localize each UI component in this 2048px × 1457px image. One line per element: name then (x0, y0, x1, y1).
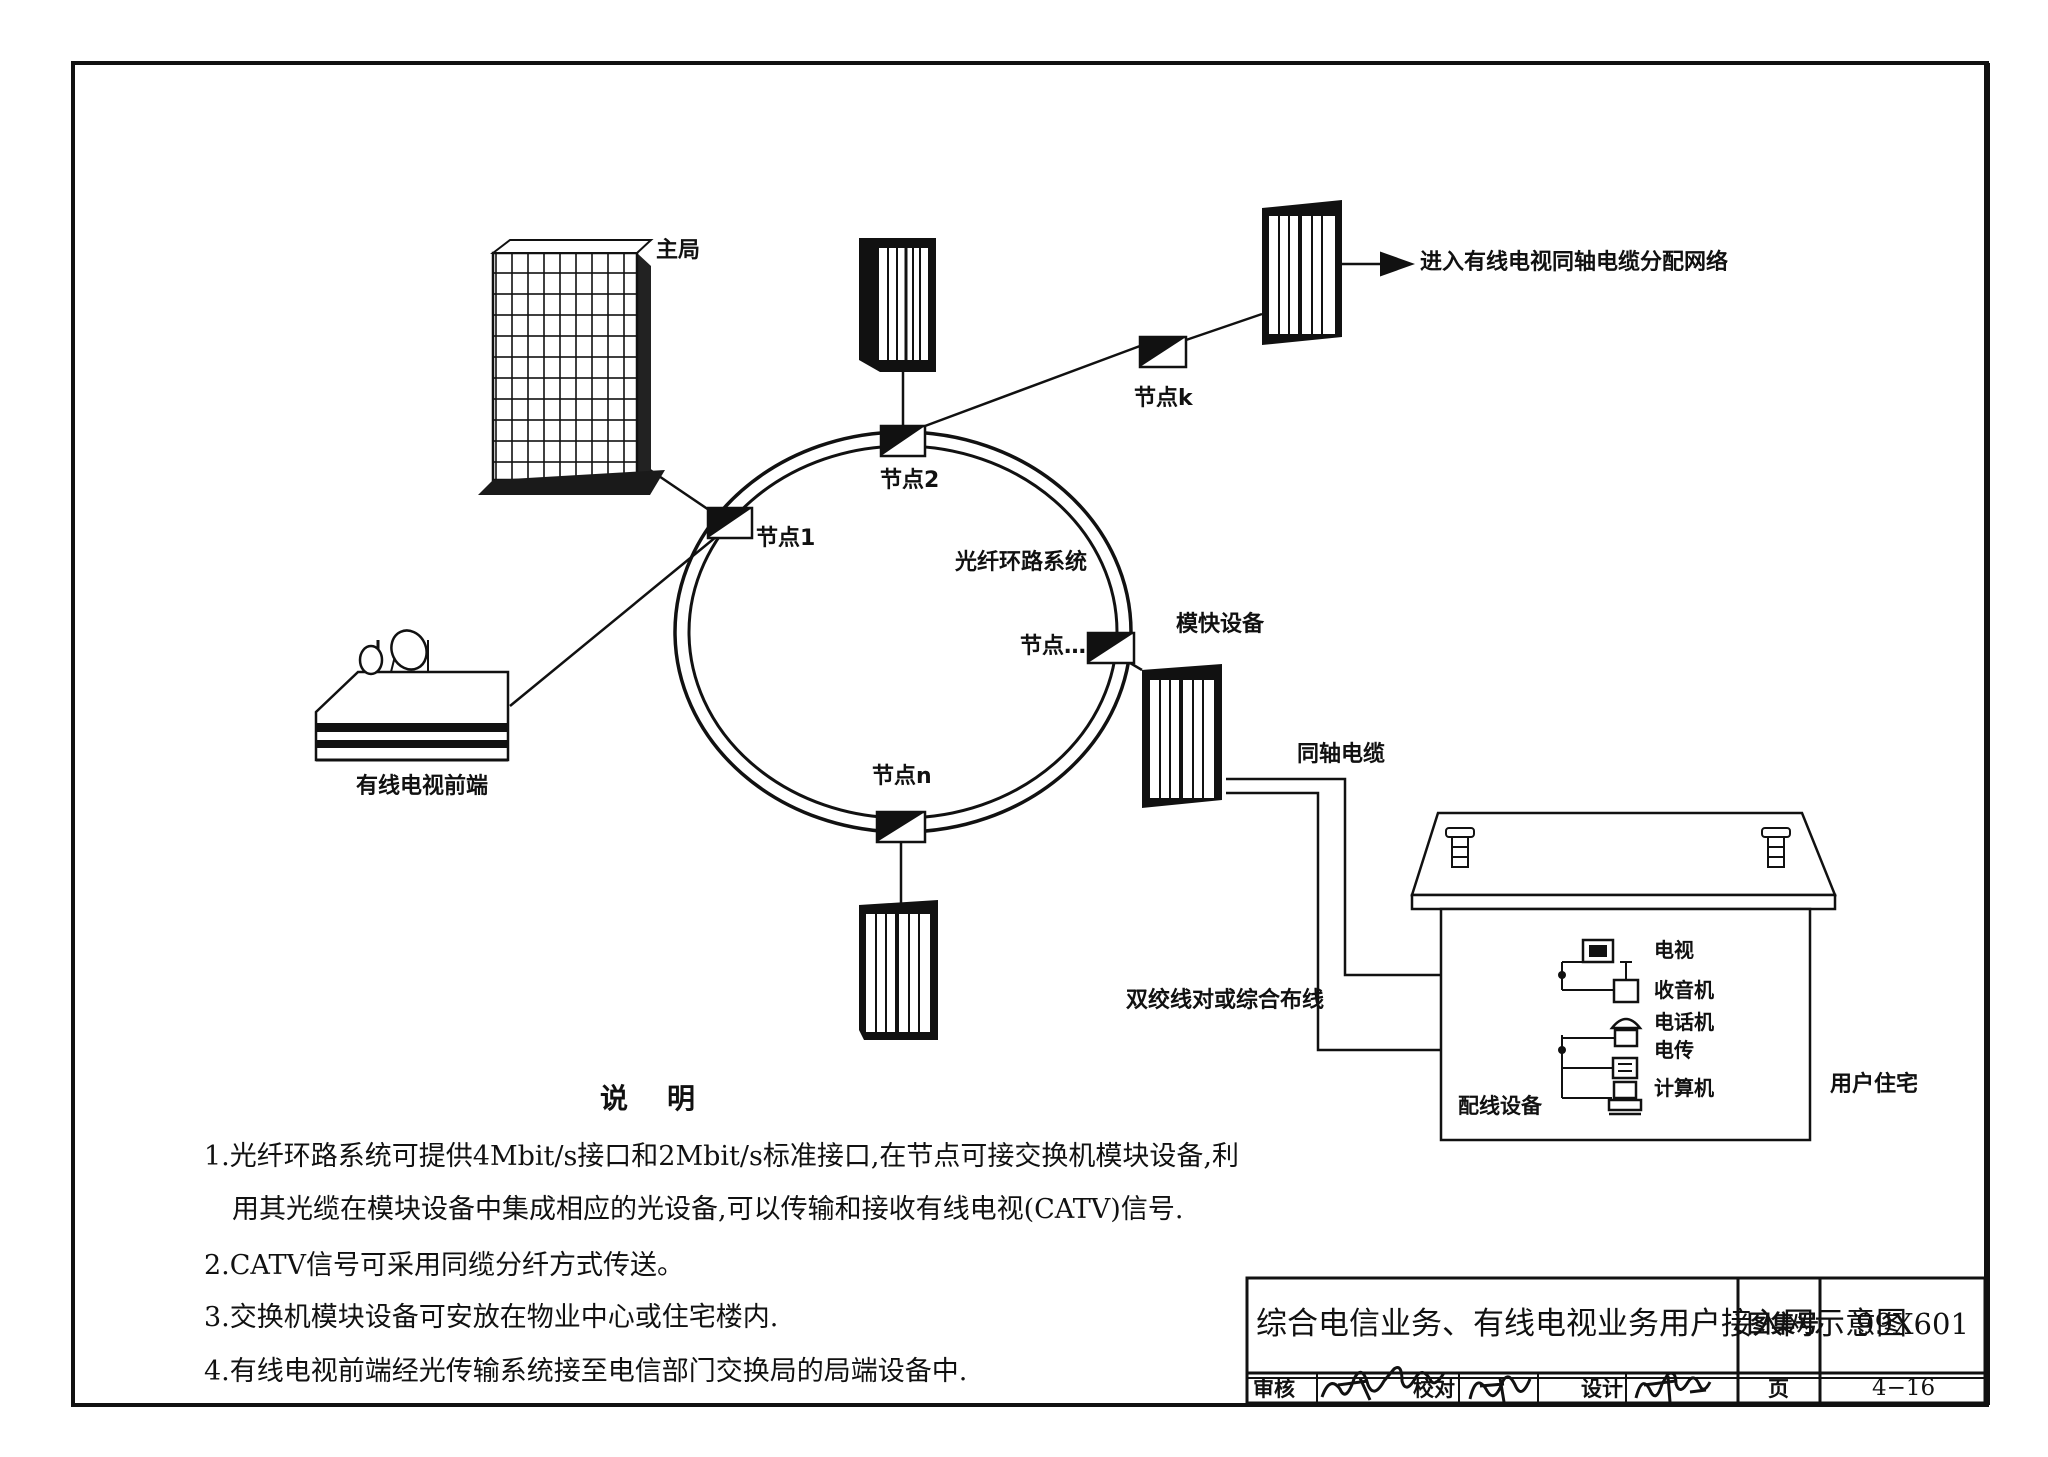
label-main-office: 主局 (656, 238, 701, 263)
junction-dot-upper (1558, 971, 1566, 979)
label-module-equipment: 模快设备 (1176, 612, 1265, 637)
notes-line-5: 4.有线电视前端经光传输系统接至电信部门交换局的局端设备中. (204, 1356, 968, 1387)
cabinet-nodek (1262, 200, 1342, 345)
cabinet-noden (859, 900, 938, 1040)
cabinet-node2 (859, 238, 936, 372)
design-label: 设计 (1581, 1376, 1623, 1401)
catv-headend-building (314, 629, 510, 762)
radio-icon (1612, 961, 1640, 1004)
label-ring-system: 光纤环路系统 (955, 550, 1088, 575)
review-label: 审核 (1253, 1376, 1295, 1401)
node-box-2 (879, 424, 927, 458)
notes-line-1: 1.光纤环路系统可提供4Mbit/s接口和2Mbit/s标准接口,在节点可接交换… (204, 1141, 1240, 1172)
label-residence: 用户住宅 (1830, 1072, 1919, 1097)
drawing-title: 综合电信业务、有线电视业务用户接入网示意图 (1256, 1306, 1907, 1342)
label-node-etc: 节点… (1020, 634, 1087, 659)
label-tv: 电视 (1654, 938, 1694, 962)
vent-right (1761, 827, 1791, 868)
junction-dot-lower (1558, 1046, 1566, 1054)
title-block (1245, 1276, 1987, 1405)
label-node1: 节点1 (756, 526, 816, 551)
label-computer: 计算机 (1654, 1076, 1714, 1100)
notes-line-3: 2.CATV信号可采用同缆分纤方式传送。 (204, 1250, 684, 1281)
node-box-etc (1086, 631, 1136, 665)
vent-left (1445, 827, 1475, 868)
signature-checker (1468, 1375, 1532, 1403)
label-coax-cable: 同轴电缆 (1297, 742, 1386, 767)
atlas-label: 图集号 (1747, 1309, 1819, 1338)
label-to-catv-network: 进入有线电视同轴电缆分配网络 (1420, 250, 1729, 275)
page-label: 页 (1768, 1376, 1789, 1401)
cabinet-module-equipment (1142, 664, 1222, 808)
label-twisted-pair: 双绞线对或综合布线 (1126, 988, 1325, 1013)
label-node2: 节点2 (880, 468, 940, 493)
signature-reviewer (1320, 1366, 1446, 1401)
node-box-1 (706, 506, 754, 540)
fax-icon (1611, 1056, 1639, 1080)
label-catv-headend: 有线电视前端 (356, 774, 489, 799)
label-fax: 电传 (1654, 1038, 1694, 1062)
tv-icon (1581, 938, 1615, 964)
notes-line-4: 3.交换机模块设备可安放在物业中心或住宅楼内. (204, 1302, 779, 1333)
page-number: 4−16 (1872, 1375, 1936, 1401)
label-noden: 节点n (872, 764, 932, 789)
atlas-number: 99X601 (1856, 1307, 1969, 1341)
check-label: 校对 (1413, 1376, 1455, 1401)
notes-line-2: 用其光缆在模块设备中集成相应的光设备,可以传输和接收有线电视(CATV)信号. (232, 1194, 1184, 1225)
label-radio: 收音机 (1654, 978, 1714, 1002)
notes-heading: 说 明 (600, 1082, 695, 1115)
label-distribution-equipment: 配线设备 (1458, 1094, 1542, 1118)
main-office-building (478, 239, 665, 495)
signature-designer (1634, 1371, 1712, 1403)
label-telephone: 电话机 (1654, 1010, 1714, 1034)
node-box-k (1138, 335, 1188, 369)
computer-icon (1607, 1080, 1643, 1116)
node-box-n (875, 810, 927, 844)
telephone-icon (1609, 1017, 1643, 1048)
label-nodek: 节点k (1134, 386, 1193, 411)
